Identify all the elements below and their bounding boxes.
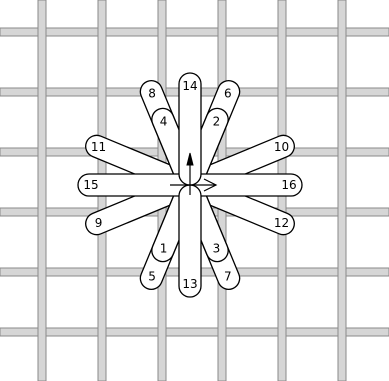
stitch-label: 9: [95, 216, 103, 230]
stitch-label: 11: [91, 140, 106, 154]
stitch-label: 2: [213, 114, 221, 128]
stitch-label: 7: [224, 269, 232, 283]
stitch-label: 1: [160, 242, 168, 256]
stitch-13: 13: [179, 185, 201, 297]
stitch-label: 16: [281, 178, 296, 192]
stitch-label: 15: [83, 178, 98, 192]
stitch-label: 5: [148, 269, 156, 283]
grid-thread-vertical: [38, 0, 46, 381]
grid-thread-vertical: [338, 0, 346, 381]
grid-thread-horizontal: [0, 28, 389, 36]
stitch-label: 14: [182, 79, 197, 93]
stitch-label: 12: [274, 216, 289, 230]
stitch-label: 10: [274, 140, 289, 154]
stitch-label: 8: [148, 87, 156, 101]
grid-thread-horizontal: [0, 328, 389, 336]
stitch-label: 13: [182, 277, 197, 291]
stitch-label: 6: [224, 87, 232, 101]
stitch-label: 3: [213, 242, 221, 256]
stitch-label: 4: [160, 114, 168, 128]
